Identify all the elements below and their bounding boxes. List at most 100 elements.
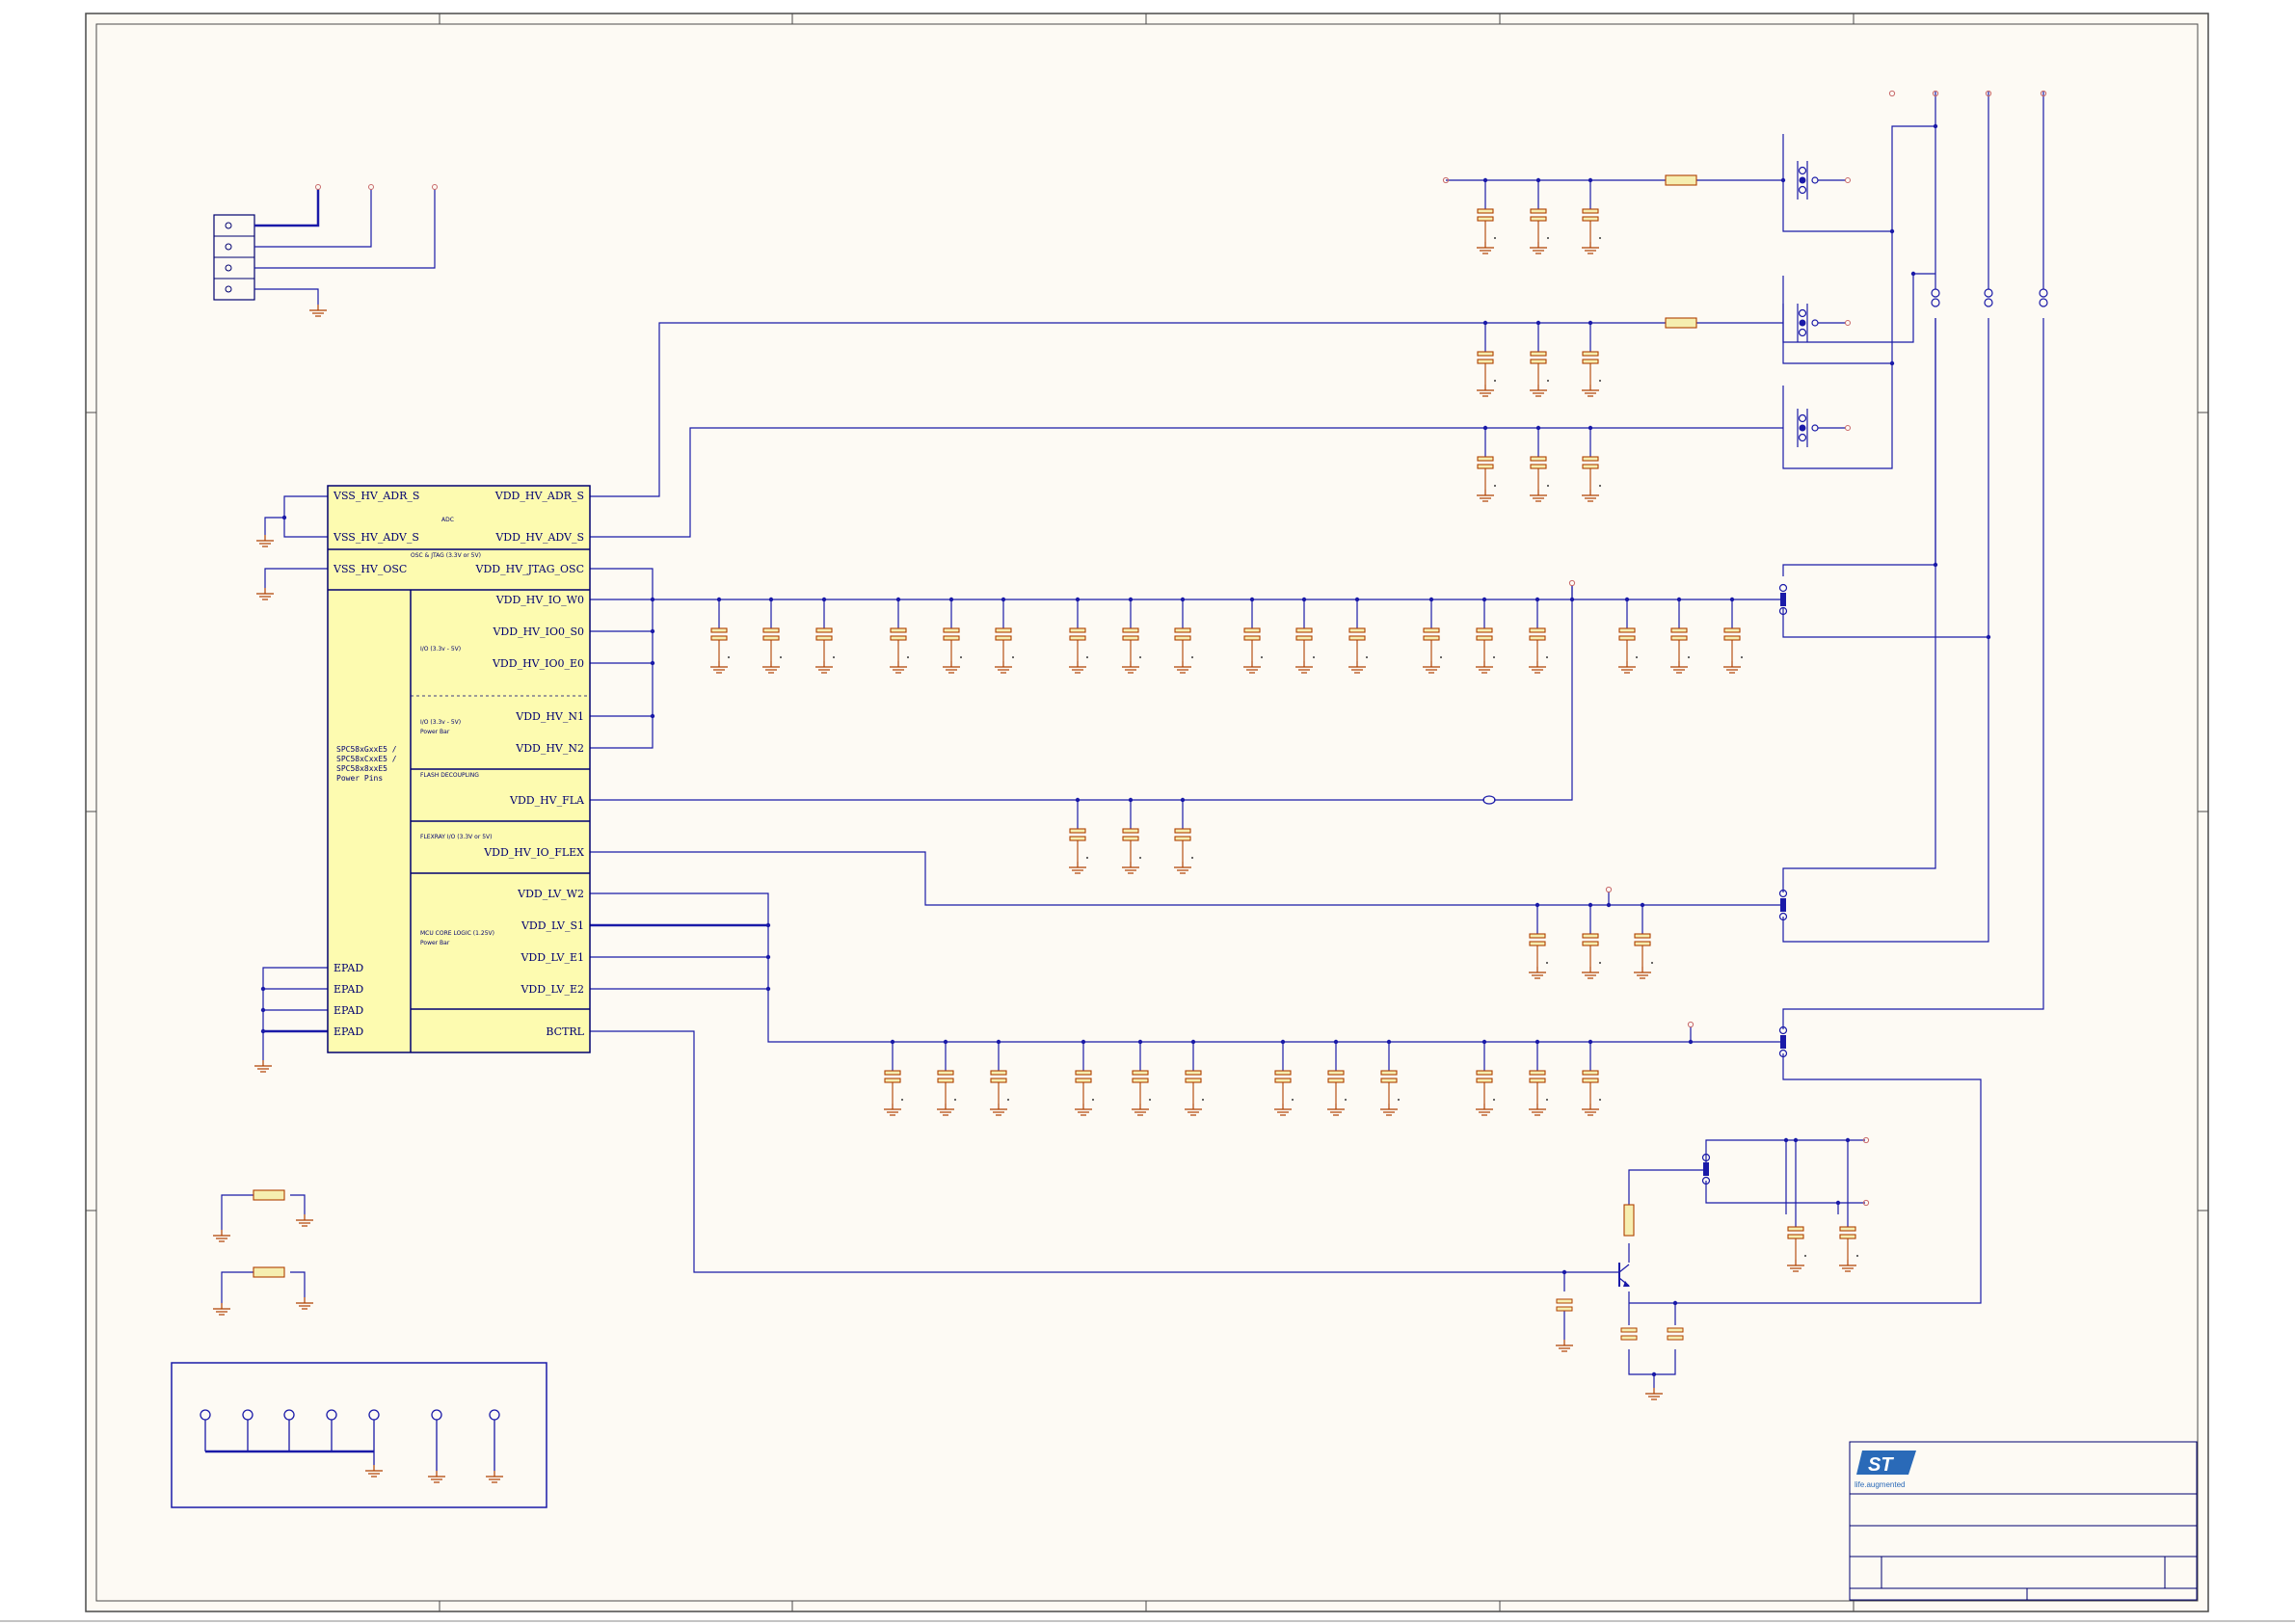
part-label-line-1: SPC58xGxxE5 /: [336, 745, 397, 754]
loop-jumper: [2039, 288, 2048, 298]
mcu-block: VSS_HV_ADR_S VSS_HV_ADV_S VSS_HV_OSC EPA…: [327, 485, 591, 1053]
pin-epad-1: EPAD: [334, 962, 363, 974]
junction-dot: [260, 986, 266, 992]
capacitor: [1185, 1070, 1202, 1076]
junction-dot: [765, 922, 771, 928]
pin-vdd-hv-io-w0: VDD_HV_IO_W0: [495, 594, 584, 606]
junction-dot: [650, 660, 655, 666]
test-point: [1862, 1199, 1870, 1207]
jumper: [1778, 889, 1788, 898]
pin-vdd-lv-s1: VDD_LV_S1: [520, 919, 584, 932]
capacitor: [1582, 351, 1599, 357]
st-logo-mark: ST: [1868, 1454, 1894, 1476]
capacitor: [815, 627, 833, 633]
capacitor: [1723, 627, 1741, 633]
pin-vss-hv-osc: VSS_HV_OSC: [333, 563, 407, 575]
capacitor: [1174, 828, 1191, 834]
resistor: [253, 1266, 285, 1278]
capacitor: [1530, 208, 1547, 214]
part-label-line-3: SPC58x8xxE5: [336, 764, 387, 773]
header-connector: [213, 184, 438, 305]
ferrite-bead: [1482, 795, 1496, 805]
capacitor: [1069, 627, 1086, 633]
jumper-bridge: [1780, 593, 1786, 606]
pin-vdd-hv-n1: VDD_HV_N1: [515, 710, 584, 723]
junction-dot: [1889, 228, 1895, 234]
capacitor: [884, 1070, 901, 1076]
capacitor: [1620, 1327, 1638, 1333]
section-osc-jtag: OSC & JTAG (3.3V or 5V): [411, 552, 481, 559]
capacitor: [1122, 828, 1139, 834]
section-mcu-core-logic: MCU CORE LOGIC (1.25V): [420, 930, 494, 937]
junction-dot: [1910, 271, 1916, 277]
resistor: [1623, 1204, 1635, 1237]
junction-dot: [1933, 562, 1938, 568]
resistor: [1665, 317, 1697, 329]
junction-dot: [1889, 360, 1895, 366]
pin-vdd-hv-io0-e0: VDD_HV_IO0_E0: [492, 657, 584, 670]
test-point: [1862, 1136, 1870, 1144]
capacitor: [1529, 1070, 1546, 1076]
junction-dot: [1561, 1269, 1567, 1275]
capacitor: [1274, 1070, 1292, 1076]
junction-dot: [1835, 1200, 1841, 1206]
part-label-line-4: Power Pins: [336, 774, 383, 783]
capacitor: [1122, 627, 1139, 633]
pin-vdd-hv-adv-s: VDD_HV_ADV_S: [494, 531, 584, 544]
capacitor: [1477, 208, 1494, 214]
pin-vdd-hv-jtag-osc: VDD_HV_JTAG_OSC: [475, 563, 584, 575]
junction-dot: [650, 597, 655, 602]
section-flash-decoupling: FLASH DECOUPLING: [420, 772, 479, 779]
sheet-border-inner: [95, 23, 2199, 1602]
section-io-1: I/O (3.3v - 5V): [420, 646, 461, 652]
jumper: [1778, 1025, 1788, 1035]
capacitor: [1529, 627, 1546, 633]
pin-epad-4: EPAD: [334, 1025, 363, 1038]
capacitor: [1618, 627, 1636, 633]
capacitor: [1476, 627, 1493, 633]
capacitor: [1839, 1226, 1856, 1232]
test-point: [1687, 1021, 1695, 1028]
capacitor: [1787, 1226, 1804, 1232]
capacitor: [1476, 1070, 1493, 1076]
section-power-bar-2: Power Bar: [420, 940, 450, 946]
jumper-bridge: [1780, 1035, 1786, 1049]
mounting-hole-box: [171, 1362, 547, 1508]
loop-jumper: [1931, 288, 1940, 298]
pin-vdd-hv-io0-s0: VDD_HV_IO0_S0: [492, 626, 584, 638]
capacitor: [1423, 627, 1440, 633]
capacitor: [1243, 627, 1261, 633]
title-block: [1849, 1441, 2198, 1601]
capacitor: [762, 627, 780, 633]
section-io-2: I/O (3.3v - 5V): [420, 719, 461, 726]
pin-vss-hv-adr-s: VSS_HV_ADR_S: [333, 490, 419, 502]
jumper: [1701, 1153, 1711, 1162]
capacitor: [1582, 1070, 1599, 1076]
capacitor: [710, 627, 728, 633]
capacitor: [1670, 627, 1688, 633]
capacitor: [1132, 1070, 1149, 1076]
capacitor: [1295, 627, 1313, 633]
junction-dot: [1780, 177, 1786, 183]
capacitor: [1477, 456, 1494, 462]
test-point: [2040, 90, 2047, 97]
capacitor: [990, 1070, 1007, 1076]
pin-bctrl: BCTRL: [546, 1025, 584, 1038]
capacitor: [1556, 1298, 1573, 1304]
part-label-line-2: SPC58xCxxE5 /: [336, 755, 397, 763]
capacitor: [1348, 627, 1366, 633]
capacitor: [1327, 1070, 1345, 1076]
capacitor: [937, 1070, 954, 1076]
loop-jumper: [1984, 288, 1993, 298]
test-point: [1605, 886, 1613, 893]
capacitor: [1069, 828, 1086, 834]
capacitor: [1075, 1070, 1092, 1076]
junction-dot: [1783, 1137, 1789, 1143]
test-point: [1442, 176, 1450, 184]
junction-dot: [260, 1007, 266, 1013]
junction-dot: [1606, 902, 1612, 908]
capacitor: [943, 627, 960, 633]
wires: [221, 92, 2044, 1388]
pin-vdd-hv-n2: VDD_HV_N2: [515, 742, 584, 755]
